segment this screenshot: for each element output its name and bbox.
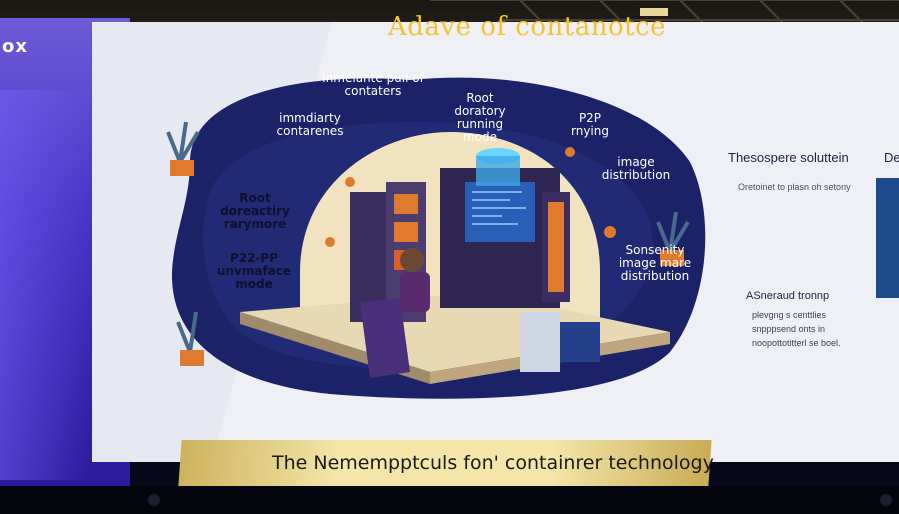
callout-immdiarty: immdiarty contarenes bbox=[270, 112, 350, 138]
callout-p2p: P2P rnying bbox=[560, 112, 620, 138]
bottom-banner-text: The Nemempptculs fon' containrer technol… bbox=[272, 452, 714, 474]
slide-headline: Adave of contanotce bbox=[388, 12, 666, 42]
right-panel-line: plevgng s centtlies bbox=[752, 310, 826, 320]
right-panel-section-title: ASneraud tronnp bbox=[746, 290, 829, 302]
right-edge-title: De bbox=[884, 150, 899, 165]
callout-root-rarymore: Root doreactiry rarymore bbox=[215, 192, 295, 231]
right-panel-subtitle: Oretoinet to plasn oh setony bbox=[738, 182, 851, 192]
right-panel-title: Thesospere soluttein bbox=[728, 150, 849, 165]
stage-spotlight bbox=[880, 494, 892, 506]
callout-p22pp: P22-PP unvmaface mode bbox=[212, 252, 296, 291]
callout-image-distribution: image distribution bbox=[596, 156, 676, 182]
right-panel-line: snpppsend onts in bbox=[752, 324, 825, 334]
callout-pull: Inmeiante pull of contaters bbox=[318, 72, 428, 98]
stage-spotlight bbox=[148, 494, 160, 506]
container-illustration bbox=[150, 72, 710, 402]
stage-floor bbox=[0, 486, 899, 514]
side-glow bbox=[0, 90, 90, 480]
right-panel-line: noopottotitterl se boel. bbox=[752, 338, 841, 348]
callout-sonsenity: Sonsenity image mare distribution bbox=[610, 244, 700, 283]
callout-root-running: Root doratory running mode bbox=[440, 92, 520, 144]
side-banner-logo: ox bbox=[2, 36, 28, 57]
right-edge-panel bbox=[876, 178, 899, 298]
